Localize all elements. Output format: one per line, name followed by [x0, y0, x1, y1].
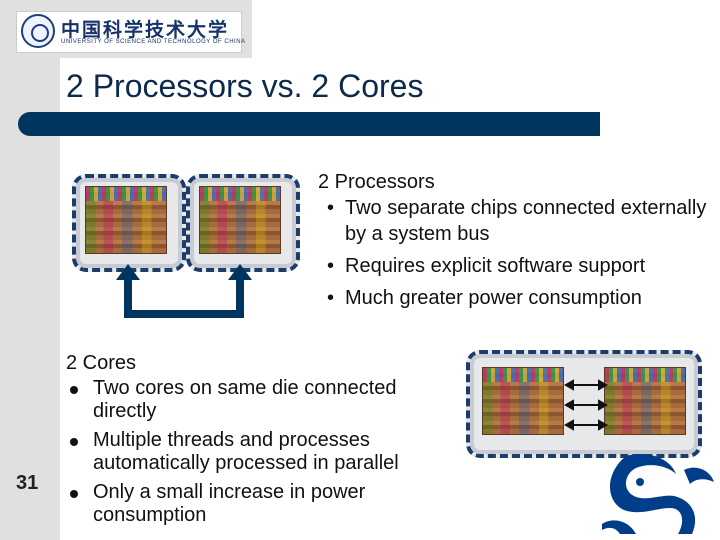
cpu-die-icon [604, 367, 686, 435]
logo-area: 中国科学技术大学 UNIVERSITY OF SCIENCE AND TECHN… [0, 0, 252, 58]
list-item: • Requires explicit software support [318, 253, 710, 279]
processors-text: 2 Processors • Two separate chips connec… [318, 169, 710, 311]
processor-box-2 [186, 174, 300, 272]
cores-heading: 2 Cores [66, 352, 137, 374]
processors-heading: 2 Processors [318, 171, 435, 193]
double-arrow-icon [564, 379, 608, 431]
dragon-emblem-icon [602, 454, 714, 534]
university-name-cn: 中国科学技术大学 [61, 19, 230, 41]
processor-box-1 [72, 174, 186, 272]
bullet-icon [70, 438, 78, 446]
left-strip [0, 0, 60, 540]
list-item-text: Only a small increase in power consumpti… [93, 481, 366, 526]
list-item: Multiple threads and processes automatic… [66, 429, 462, 475]
bullet-icon [70, 490, 78, 498]
bullet-icon: • [327, 197, 335, 219]
list-item-text: Requires explicit software support [345, 255, 646, 277]
dual-core-box [466, 350, 702, 458]
slide-title: 2 Processors vs. 2 Cores [66, 68, 424, 104]
list-item-text: Multiple threads and processes automatic… [93, 429, 399, 474]
bullet-icon [70, 386, 78, 394]
bullet-icon: • [327, 287, 335, 309]
list-item-text: Two cores on same die connected directly [93, 377, 397, 422]
bullet-icon: • [327, 255, 335, 277]
list-item: Only a small increase in power consumpti… [66, 481, 462, 527]
list-item: • Much greater power consumption [318, 285, 710, 311]
system-bus-arrow-icon [116, 264, 252, 318]
cpu-die-icon [482, 367, 564, 435]
slide-number: 31 [16, 472, 39, 494]
title-underline-bar [18, 112, 600, 136]
list-item-text: Much greater power consumption [345, 287, 642, 309]
cores-text: 2 Cores Two cores on same die connected … [66, 352, 462, 527]
list-item: • Two separate chips connected externall… [318, 195, 710, 247]
cpu-die-icon [85, 186, 167, 254]
university-name-en: UNIVERSITY OF SCIENCE AND TECHNOLOGY OF … [61, 39, 246, 45]
list-item: Two cores on same die connected directly [66, 377, 462, 423]
university-logo: 中国科学技术大学 UNIVERSITY OF SCIENCE AND TECHN… [16, 11, 245, 53]
cpu-die-icon [199, 186, 281, 254]
list-item-text: Two separate chips connected externally … [345, 197, 707, 245]
university-seal-icon [21, 14, 55, 48]
